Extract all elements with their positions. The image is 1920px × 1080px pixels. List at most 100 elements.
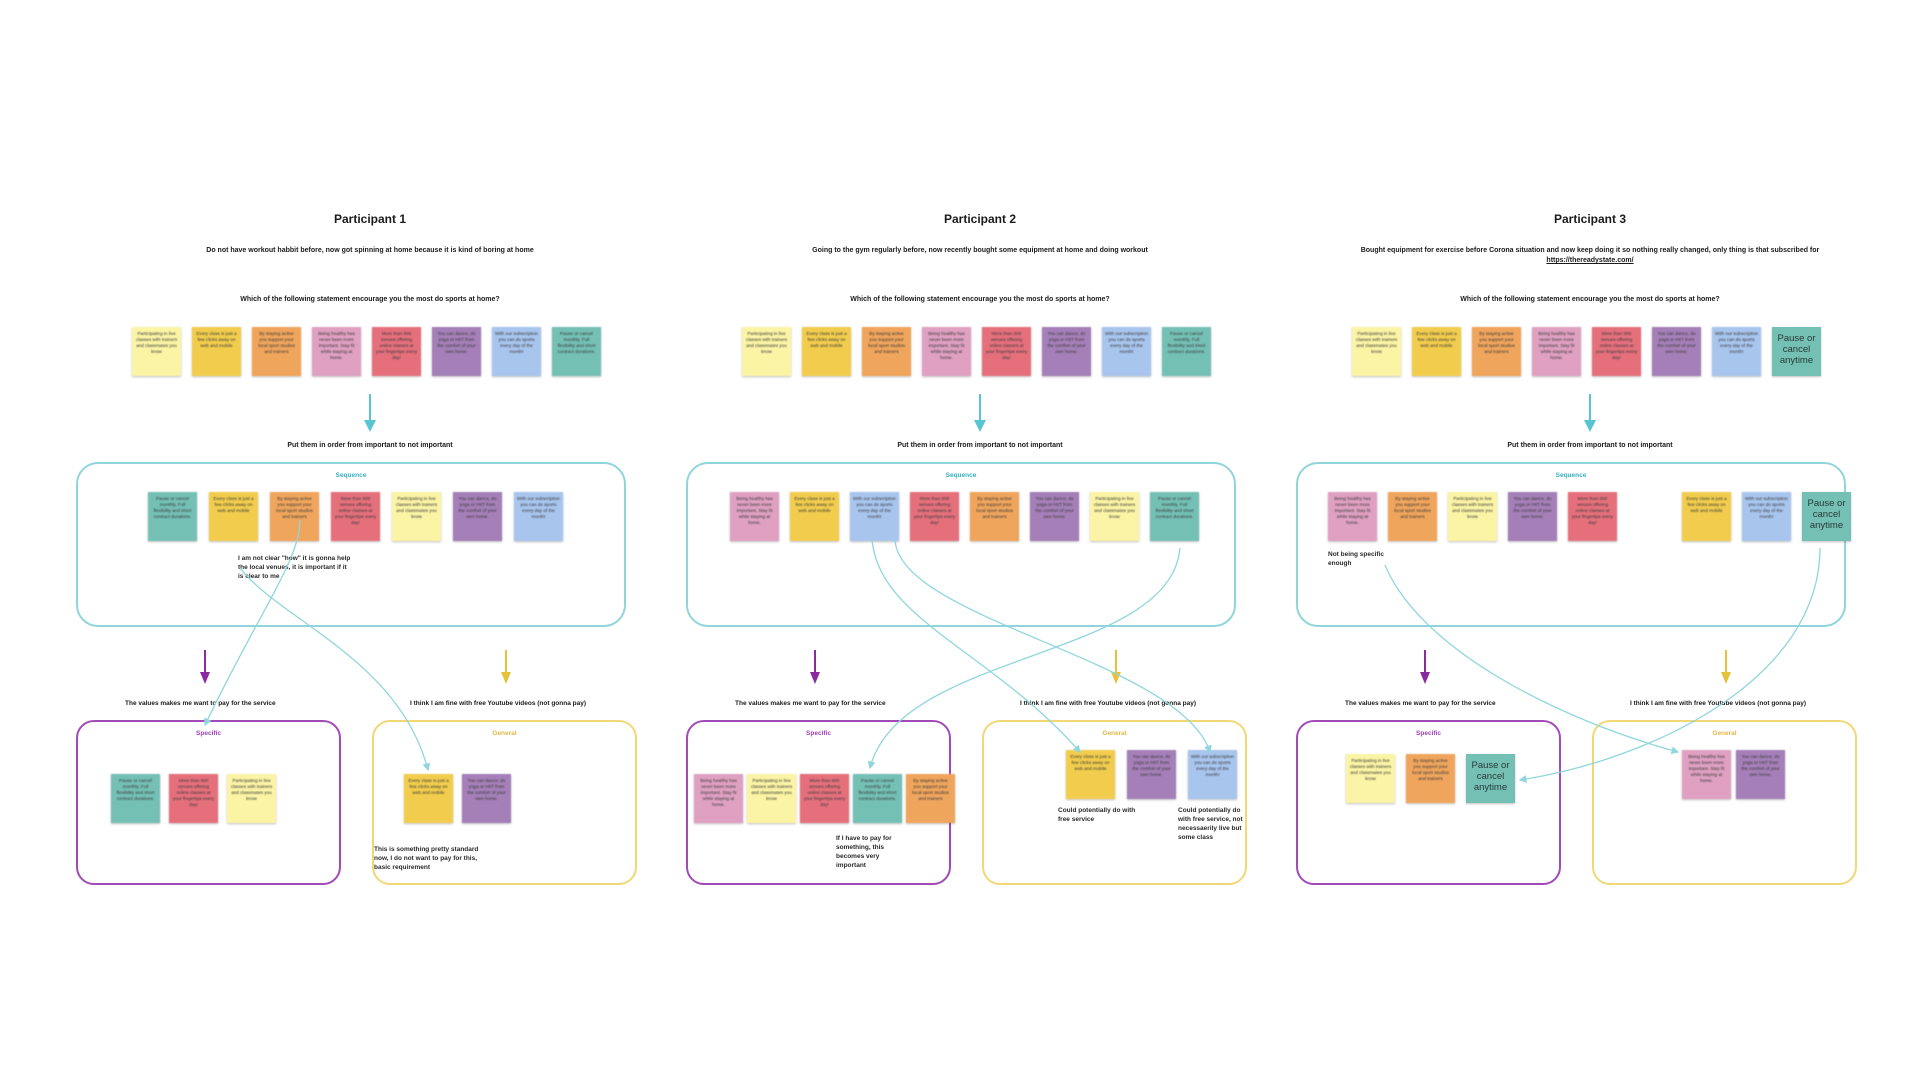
participant-title: Participant 2 bbox=[943, 212, 1017, 226]
sticky-note[interactable]: Participating in live classes with train… bbox=[227, 774, 276, 823]
sticky-note[interactable]: Being healthy has never been more import… bbox=[1328, 492, 1377, 541]
general-box[interactable]: General Every class is just a few clicks… bbox=[372, 720, 637, 885]
sticky-note[interactable]: You can dance, do yoga or HIIT from the … bbox=[1736, 750, 1785, 799]
sticky-note[interactable]: Every class is just a few clicks away on… bbox=[1412, 327, 1461, 376]
sticky-note[interactable]: You can dance, do yoga or HIIT from the … bbox=[1652, 327, 1701, 376]
sticky-note[interactable]: With our subscription you can do sports … bbox=[850, 492, 899, 541]
sticky-note[interactable]: Pause or cancel monthly. Full flexibilit… bbox=[1150, 492, 1199, 541]
sequence-box[interactable]: Sequence Being healthy has never been mo… bbox=[686, 462, 1236, 627]
sticky-note[interactable]: With our subscription you can do sports … bbox=[1102, 327, 1151, 376]
sequence-row: Being healthy has never been more import… bbox=[730, 492, 1199, 541]
sticky-note[interactable]: More than 900 venues offering online cla… bbox=[982, 327, 1031, 376]
sticky-note[interactable]: With our subscription you can do sports … bbox=[1712, 327, 1761, 376]
sticky-note[interactable]: Every class is just a few clicks away on… bbox=[1066, 750, 1115, 799]
sequence-label: Sequence bbox=[945, 472, 977, 479]
instruction-text: Put them in order from important to not … bbox=[287, 442, 453, 449]
sticky-note[interactable]: Pause or cancel monthly. Full flexibilit… bbox=[853, 774, 902, 823]
question-text: Which of the following statement encoura… bbox=[850, 296, 1110, 303]
sticky-note[interactable]: By staying active you support your local… bbox=[1472, 327, 1521, 376]
sticky-note[interactable]: Pause or cancel anytime bbox=[1466, 754, 1515, 803]
participant-3-section: Participant 3 Bought equipment for exerc… bbox=[1296, 212, 1870, 912]
participant-1-section: Participant 1 Do not have workout habbit… bbox=[76, 212, 650, 912]
description-link[interactable]: https://thereadystate.com/ bbox=[1546, 257, 1634, 264]
sticky-note[interactable]: With our subscription you can do sports … bbox=[1188, 750, 1237, 799]
sticky-note[interactable]: Participating in live classes with train… bbox=[1352, 327, 1401, 376]
sticky-note[interactable]: Every class is just a few clicks away on… bbox=[209, 492, 258, 541]
specific-box[interactable]: Specific Pause or cancel monthly. Full f… bbox=[76, 720, 341, 885]
general-box[interactable]: General Being healthy has never been mor… bbox=[1592, 720, 1857, 885]
sticky-note[interactable]: By staying active you support your local… bbox=[862, 327, 911, 376]
specific-box[interactable]: Specific Participating in live classes w… bbox=[1296, 720, 1561, 885]
sticky-note[interactable]: With our subscription you can do sports … bbox=[492, 327, 541, 376]
sticky-note[interactable]: You can dance, do yoga or HIIT from the … bbox=[1030, 492, 1079, 541]
sticky-note[interactable]: You can dance, do yoga or HIIT from the … bbox=[1042, 327, 1091, 376]
sticky-note[interactable]: By staying active you support your local… bbox=[1406, 754, 1455, 803]
sequence-row: Pause or cancel monthly. Full flexibilit… bbox=[148, 492, 563, 541]
sticky-note[interactable]: More than 900 venues offering online cla… bbox=[910, 492, 959, 541]
sticky-note[interactable]: You can dance, do yoga or HIIT from the … bbox=[1508, 492, 1557, 541]
sticky-note[interactable]: You can dance, do yoga or HIIT from the … bbox=[432, 327, 481, 376]
sticky-note[interactable]: Pause or cancel monthly. Full flexibilit… bbox=[111, 774, 160, 823]
sticky-note[interactable]: Being healthy has never been more import… bbox=[922, 327, 971, 376]
sticky-note[interactable]: Every class is just a few clicks away on… bbox=[790, 492, 839, 541]
sticky-note[interactable]: Pause or cancel monthly. Full flexibilit… bbox=[1162, 327, 1211, 376]
sticky-note[interactable]: By staying active you support your local… bbox=[970, 492, 1019, 541]
sticky-note[interactable]: More than 900 venues offering online cla… bbox=[1568, 492, 1617, 541]
sticky-note[interactable]: Participating in live classes with train… bbox=[742, 327, 791, 376]
participant-title: Participant 3 bbox=[1553, 212, 1627, 226]
specific-row: Pause or cancel monthly. Full flexibilit… bbox=[111, 774, 276, 823]
sticky-note[interactable]: Participating in live classes with train… bbox=[1448, 492, 1497, 541]
sticky-note[interactable]: You can dance, do yoga or HIIT from the … bbox=[462, 774, 511, 823]
statement-row: Participating in live classes with train… bbox=[742, 327, 1211, 376]
comment-text: Could potentially do with free service, … bbox=[1178, 807, 1243, 841]
arrow-down-icon bbox=[1721, 650, 1731, 684]
pay-label: The values makes me want to pay for the … bbox=[125, 700, 276, 707]
question-text: Which of the following statement encoura… bbox=[240, 296, 500, 303]
specific-label: Specific bbox=[1416, 730, 1441, 737]
sticky-note[interactable]: More than 900 venues offering online cla… bbox=[1592, 327, 1641, 376]
sticky-note[interactable]: Participating in live classes with train… bbox=[747, 774, 796, 823]
free-label: I think I am fine with free Youtube vide… bbox=[1630, 700, 1806, 707]
sticky-note[interactable]: Participating in live classes with train… bbox=[1346, 754, 1395, 803]
sticky-note[interactable]: With our subscription you can do sports … bbox=[1742, 492, 1791, 541]
sticky-note[interactable]: More than 900 venues offering online cla… bbox=[169, 774, 218, 823]
sticky-note[interactable]: By staying active you support your local… bbox=[252, 327, 301, 376]
specific-box[interactable]: Specific Being healthy has never been mo… bbox=[686, 720, 955, 885]
sticky-note[interactable]: Being healthy has never been more import… bbox=[694, 774, 743, 823]
arrow-down-icon bbox=[1420, 650, 1430, 684]
sticky-note[interactable]: Every class is just a few clicks away on… bbox=[192, 327, 241, 376]
sticky-note[interactable]: Every class is just a few clicks away on… bbox=[1682, 492, 1731, 541]
sticky-note[interactable]: Every class is just a few clicks away on… bbox=[404, 774, 453, 823]
general-box[interactable]: General Every class is just a few clicks… bbox=[982, 720, 1247, 885]
general-label: General bbox=[1712, 730, 1737, 737]
sticky-note[interactable]: Being healthy has never been more import… bbox=[312, 327, 361, 376]
general-label: General bbox=[492, 730, 517, 737]
sequence-box[interactable]: Sequence Being healthy has never been mo… bbox=[1296, 462, 1851, 627]
sticky-note[interactable]: Being healthy has never been more import… bbox=[730, 492, 779, 541]
sticky-note[interactable]: With our subscription you can do sports … bbox=[514, 492, 563, 541]
sticky-note[interactable]: Being healthy has never been more import… bbox=[1682, 750, 1731, 799]
specific-label: Specific bbox=[196, 730, 221, 737]
sequence-box[interactable]: Sequence Pause or cancel monthly. Full f… bbox=[76, 462, 626, 627]
sticky-note[interactable]: Every class is just a few clicks away on… bbox=[802, 327, 851, 376]
sticky-note[interactable]: By staying active you support your local… bbox=[270, 492, 319, 541]
sticky-note[interactable]: Being healthy has never been more import… bbox=[1532, 327, 1581, 376]
sticky-note[interactable]: By staying active you support your local… bbox=[906, 774, 955, 823]
sticky-note[interactable]: You can dance, do yoga or HIIT from the … bbox=[453, 492, 502, 541]
sticky-note[interactable]: Pause or cancel monthly. Full flexibilit… bbox=[148, 492, 197, 541]
sticky-note[interactable]: Pause or cancel monthly. Full flexibilit… bbox=[552, 327, 601, 376]
sticky-note[interactable]: More than 900 venues offering online cla… bbox=[331, 492, 380, 541]
sticky-note[interactable]: Pause or cancel anytime bbox=[1772, 327, 1821, 376]
sticky-note[interactable]: Participating in live classes with train… bbox=[132, 327, 181, 376]
sequence-row: Every class is just a few clicks away on… bbox=[1682, 492, 1851, 541]
sticky-note[interactable]: Participating in live classes with train… bbox=[392, 492, 441, 541]
sequence-label: Sequence bbox=[1555, 472, 1587, 479]
sticky-note[interactable]: More than 900 venues offering online cla… bbox=[372, 327, 421, 376]
sticky-note[interactable]: Pause or cancel anytime bbox=[1802, 492, 1851, 541]
sequence-row: Being healthy has never been more import… bbox=[1328, 492, 1617, 541]
sticky-note[interactable]: More than 900 venues offering online cla… bbox=[800, 774, 849, 823]
sticky-note[interactable]: Participating in live classes with train… bbox=[1090, 492, 1139, 541]
sticky-note[interactable]: By staying active you support your local… bbox=[1388, 492, 1437, 541]
sticky-note[interactable]: You can dance, do yoga or HIIT from the … bbox=[1127, 750, 1176, 799]
